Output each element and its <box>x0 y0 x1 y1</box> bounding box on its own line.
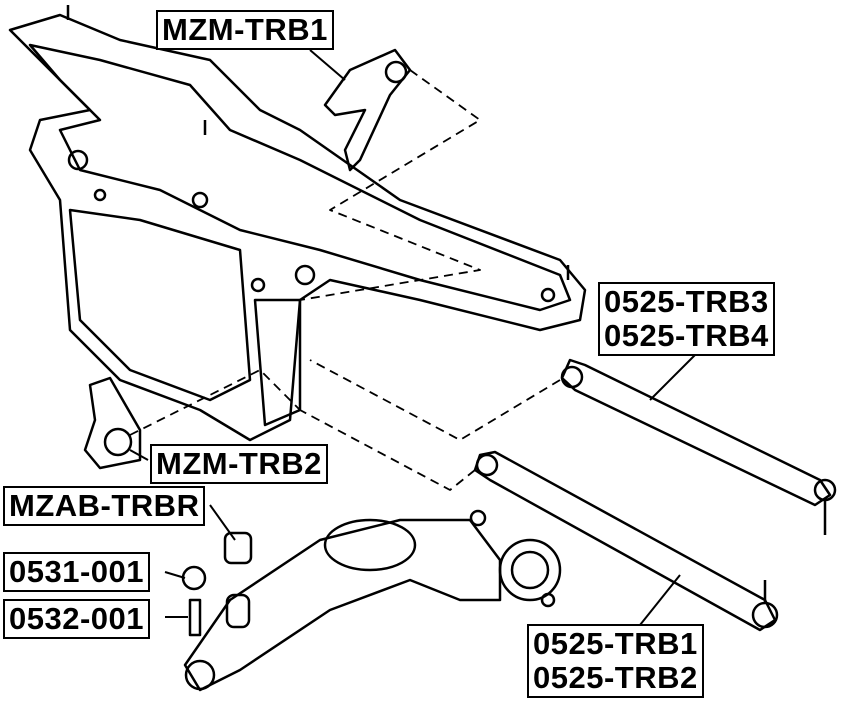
label-mzm-trb2: MZM-TRB2 <box>150 444 328 484</box>
label-mzm-trb1: MZM-TRB1 <box>156 10 334 50</box>
part-number: 0525-TRB3 <box>604 284 769 319</box>
part-number: 0525-TRB4 <box>604 318 769 353</box>
part-number: 0525-TRB2 <box>533 660 698 695</box>
part-number: MZAB-TRBR <box>9 488 200 523</box>
trailing-arm-knuckle <box>183 509 562 692</box>
part-number: MZM-TRB1 <box>162 12 328 47</box>
part-number: 0531-001 <box>9 554 145 589</box>
label-0532-001: 0532-001 <box>3 599 151 639</box>
part-number: 0525-TRB1 <box>533 626 698 661</box>
subframe <box>8 5 587 442</box>
lower-arm-trb1 <box>473 450 779 632</box>
dashed-guides <box>129 69 561 491</box>
label-mzab-trbr: MZAB-TRBR <box>3 486 206 526</box>
part-number: MZM-TRB2 <box>156 446 322 481</box>
leader-lines <box>129 49 701 626</box>
label-0531-001: 0531-001 <box>3 552 151 592</box>
part-number: 0532-001 <box>9 601 145 636</box>
upper-arm-trb3 <box>560 358 837 535</box>
mzm-trb1-bracket <box>323 48 412 172</box>
mzm-trb2-bracket <box>83 376 142 470</box>
